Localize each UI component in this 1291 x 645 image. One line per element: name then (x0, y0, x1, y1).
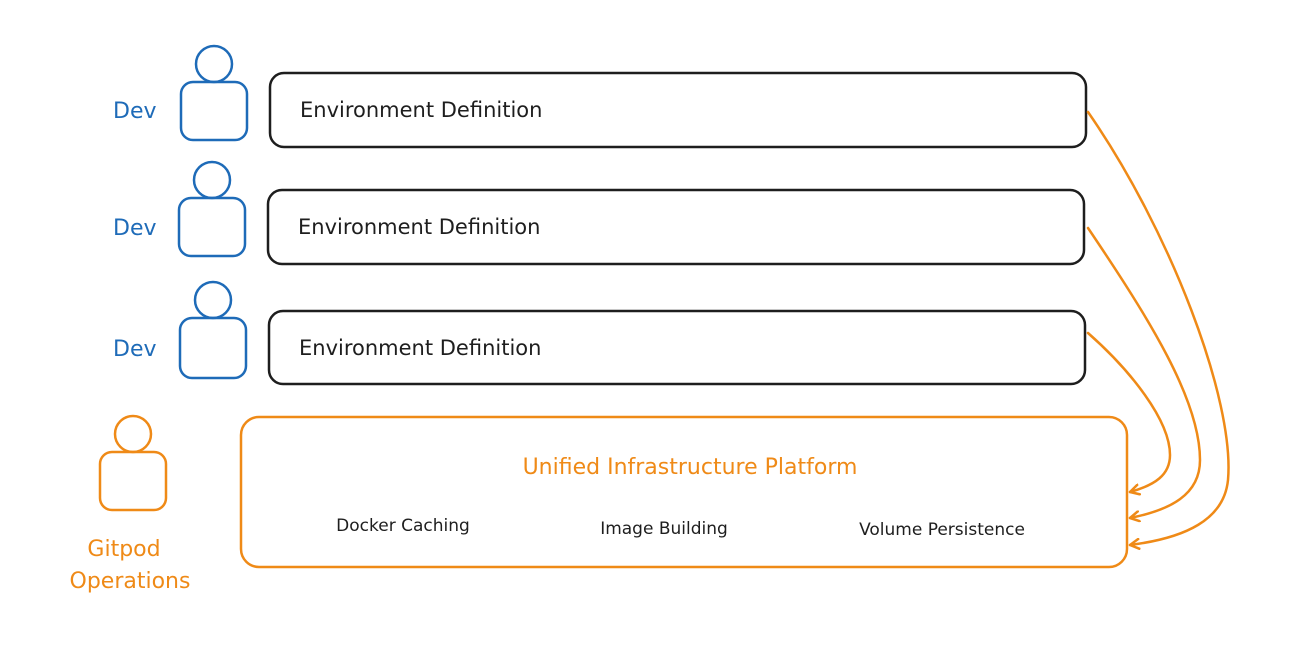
developer-row-1: Dev Environment Definition (113, 44, 1088, 149)
environment-definition-label: Environment Definition (300, 98, 542, 122)
developer-label: Dev (113, 337, 157, 362)
operator-person-icon (98, 414, 168, 512)
environment-definition-label: Environment Definition (299, 336, 541, 360)
developer-row-3: Dev Environment Definition (113, 280, 1087, 386)
unified-platform-box[interactable]: Unified Infrastructure Platform Docker C… (239, 415, 1129, 569)
platform-feature-image-building: Image Building (600, 519, 728, 539)
platform-feature-docker-caching: Docker Caching (336, 516, 470, 536)
arrow-env3-to-platform (1086, 331, 1172, 492)
operations-label-line1: Gitpod (87, 537, 160, 562)
operations-label-line2: Operations (70, 569, 191, 594)
connector-arrows (1086, 110, 1230, 545)
developer-person-icon (179, 44, 249, 142)
environment-definition-label: Environment Definition (298, 215, 540, 239)
developer-row-2: Dev Environment Definition (113, 160, 1086, 266)
environment-definition-box[interactable]: Environment Definition (266, 188, 1086, 266)
arrow-env1-to-platform (1086, 110, 1230, 545)
developer-person-icon (178, 280, 248, 380)
platform-title: Unified Infrastructure Platform (523, 455, 858, 480)
environment-definition-box[interactable]: Environment Definition (268, 71, 1088, 149)
developer-label: Dev (113, 216, 157, 241)
developer-person-icon (177, 160, 247, 258)
platform-feature-volume-persistence: Volume Persistence (859, 520, 1025, 540)
operations-group: Gitpod Operations (70, 414, 191, 594)
environment-definition-box[interactable]: Environment Definition (267, 309, 1087, 386)
developer-label: Dev (113, 99, 157, 124)
arrow-env2-to-platform (1086, 226, 1202, 518)
